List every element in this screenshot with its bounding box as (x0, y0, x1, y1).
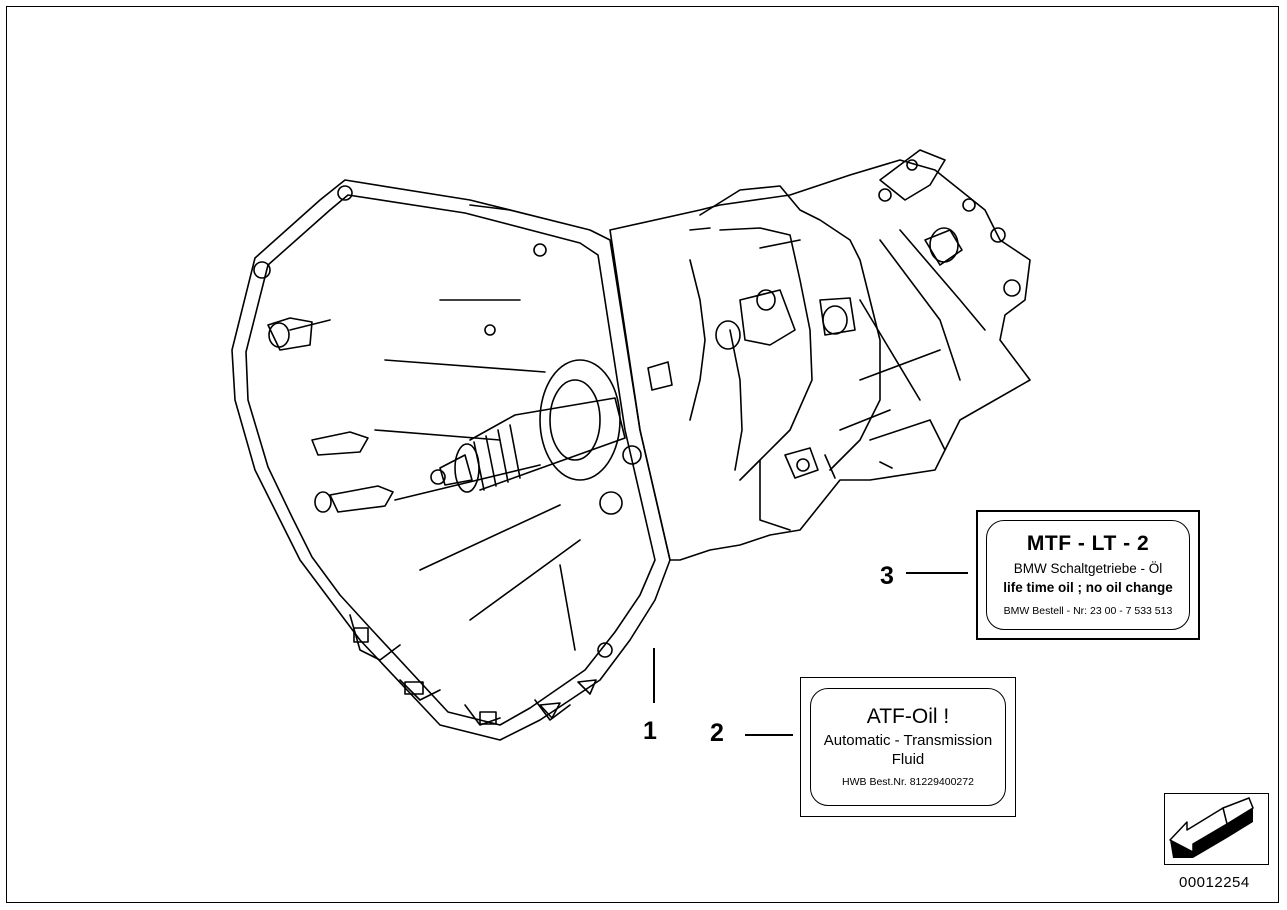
leader-line-3 (906, 572, 968, 574)
navigation-arrow-box[interactable] (1164, 793, 1269, 865)
callout-1: 1 (643, 717, 657, 745)
callout-2: 2 (710, 719, 724, 747)
mtf-label-title: MTF - LT - 2 (1026, 531, 1150, 555)
arrow-down-left-icon (1169, 797, 1254, 858)
diagram-frame (6, 6, 1279, 903)
mtf-oil-label: MTF - LT - 2 BMW Schaltgetriebe - Öl lif… (976, 510, 1200, 640)
atf-label-line1: Automatic - Transmission (823, 732, 993, 749)
atf-label-title: ATF-Oil ! (866, 705, 950, 728)
input-shaft (469, 397, 626, 491)
atf-label-line2: Fluid (891, 751, 925, 768)
bell-housing-flange (231, 179, 671, 741)
mtf-label-order-number: BMW Bestell - Nr: 23 00 - 7 533 513 (1003, 604, 1173, 617)
reference-number: 00012254 (1179, 874, 1250, 891)
atf-label-order-number: HWB Best.Nr. 81229400272 (842, 776, 974, 788)
atf-oil-label: ATF-Oil ! Automatic - Transmission Fluid… (800, 677, 1016, 817)
callout-3: 3 (880, 562, 894, 590)
atf-oil-label-inner: ATF-Oil ! Automatic - Transmission Fluid… (810, 688, 1006, 806)
leader-line-2 (745, 734, 793, 736)
mtf-oil-label-inner: MTF - LT - 2 BMW Schaltgetriebe - Öl lif… (986, 520, 1190, 630)
mtf-label-line1: BMW Schaltgetriebe - Öl (1013, 560, 1163, 576)
mtf-label-line2: life time oil ; no oil change (1003, 579, 1173, 595)
main-case (609, 159, 1031, 561)
leader-line-1 (653, 648, 655, 703)
